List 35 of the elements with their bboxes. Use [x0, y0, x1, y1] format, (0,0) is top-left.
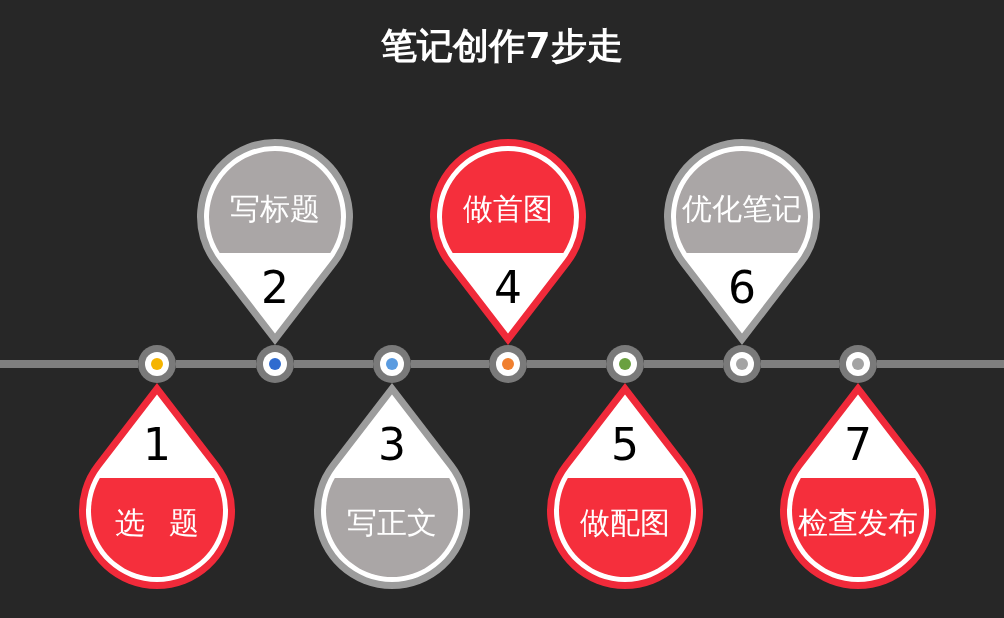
step-label: 检查发布 — [798, 505, 918, 541]
timeline-segment — [411, 360, 489, 368]
title: 笔记创作7步走 — [381, 24, 623, 68]
step-label: 优化笔记 — [682, 191, 802, 227]
teardrop-pin — [428, 137, 588, 345]
step-label: 写正文 — [347, 505, 437, 541]
step-number: 1 — [143, 419, 171, 471]
step-label: 选 题 — [114, 505, 200, 541]
teardrop-pin — [77, 383, 237, 591]
teardrop-pin — [195, 137, 355, 345]
teardrop-pin — [312, 383, 472, 591]
step-number: 5 — [611, 419, 639, 471]
timeline-dot — [373, 345, 411, 383]
teardrop-pin — [662, 137, 822, 345]
timeline-segment — [644, 360, 723, 368]
teardrop-pin — [778, 383, 938, 591]
timeline-segment — [294, 360, 373, 368]
timeline-dot — [723, 345, 761, 383]
timeline-dot — [489, 345, 527, 383]
timeline-segment — [761, 360, 839, 368]
step-label: 做配图 — [580, 505, 670, 541]
timeline-dot — [839, 345, 877, 383]
step-number: 3 — [378, 419, 406, 471]
step-label: 做首图 — [463, 191, 553, 227]
step-number: 4 — [494, 262, 522, 314]
timeline-dot — [606, 345, 644, 383]
step-label: 写标题 — [230, 191, 320, 227]
timeline-dot — [138, 345, 176, 383]
timeline-segment — [527, 360, 606, 368]
step-number: 7 — [844, 419, 872, 471]
timeline-segment — [176, 360, 256, 368]
step-number: 6 — [728, 262, 756, 314]
timeline-dot — [256, 345, 294, 383]
step-number: 2 — [261, 262, 289, 314]
teardrop-pin — [545, 383, 705, 591]
